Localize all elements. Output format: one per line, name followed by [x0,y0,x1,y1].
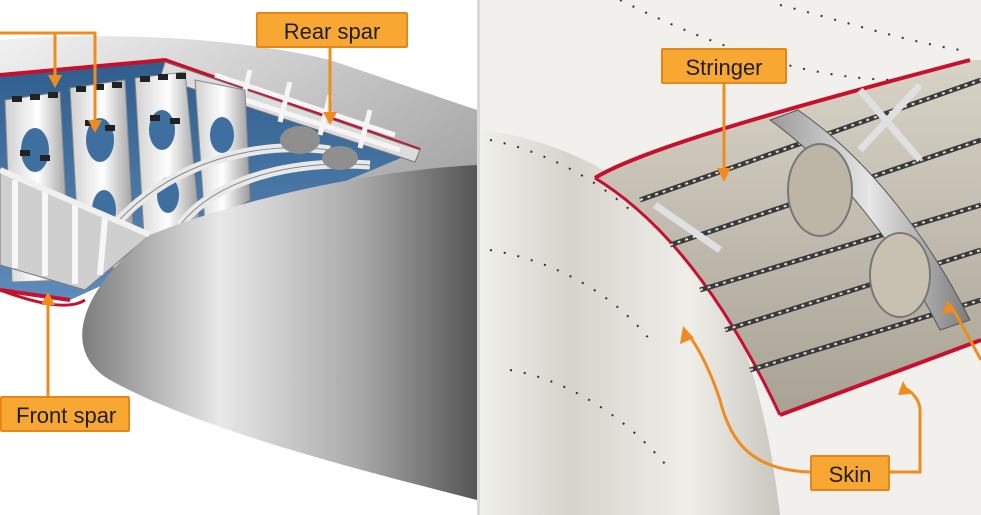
stringer-cut-edge [593,58,971,180]
leader-arrowheads [41,75,337,305]
diagonal-braces [653,82,923,253]
left-panel-spar-cutaway: Rear spar Front spar [0,0,477,515]
label-stringer: Stringer [661,48,787,84]
stringer-cutaway-illustration [480,0,981,515]
label-front-spar: Front spar [0,396,130,432]
rib-hole-lower [869,232,931,318]
stringer-leader-arrowheads [680,168,954,395]
front-spar-verticals [12,180,108,284]
skin-nose-curve [480,130,780,515]
leader-skin-left [686,333,811,474]
stringer-cutaway-bay [595,60,981,415]
spar-cutaway-illustration [0,31,477,500]
leader-lines [0,31,332,396]
label-skin: Skin [810,455,890,491]
right-panel-stringer-cutaway [480,0,981,515]
leading-edge-skin [82,165,477,500]
label-rear-spar: Rear spar [256,12,408,48]
lightening-hole [280,126,320,154]
rib-hole-upper [787,143,853,237]
rivet-lines [489,0,961,471]
panel-divider [477,0,480,515]
leader-rib-right [948,304,981,361]
